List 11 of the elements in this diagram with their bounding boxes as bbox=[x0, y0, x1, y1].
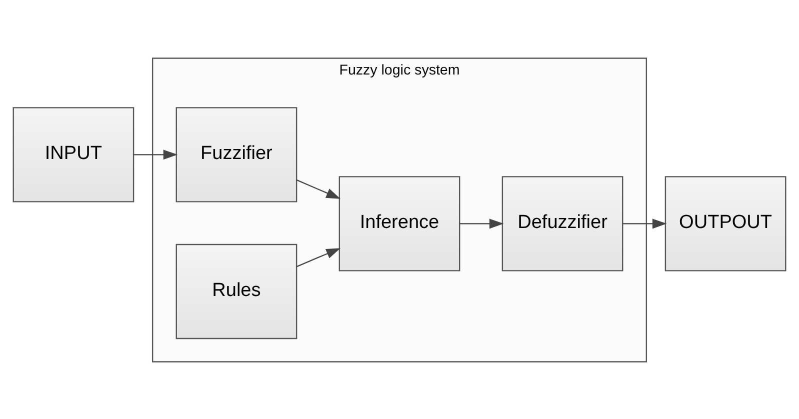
arrow bbox=[134, 149, 178, 160]
node-box: Fuzzifier bbox=[176, 106, 298, 202]
node-box: OUTPOUT bbox=[664, 176, 786, 271]
node-box: Inference bbox=[338, 176, 460, 271]
arrow bbox=[296, 178, 341, 198]
node-box: Defuzzifier bbox=[502, 176, 624, 271]
node-box: INPUT bbox=[12, 106, 134, 202]
arrow bbox=[460, 218, 504, 228]
arrow bbox=[296, 248, 341, 267]
arrow bbox=[622, 218, 667, 228]
node-box: Rules bbox=[176, 243, 298, 339]
